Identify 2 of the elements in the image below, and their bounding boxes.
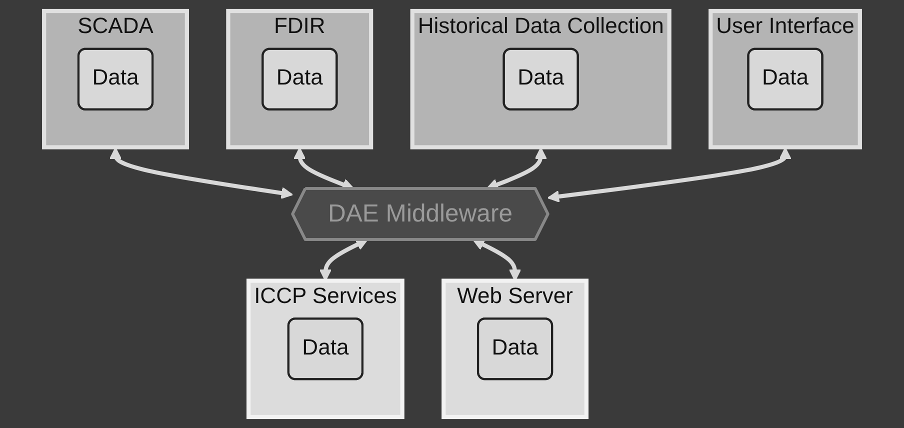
arrow <box>547 147 792 202</box>
arrow <box>109 147 294 200</box>
